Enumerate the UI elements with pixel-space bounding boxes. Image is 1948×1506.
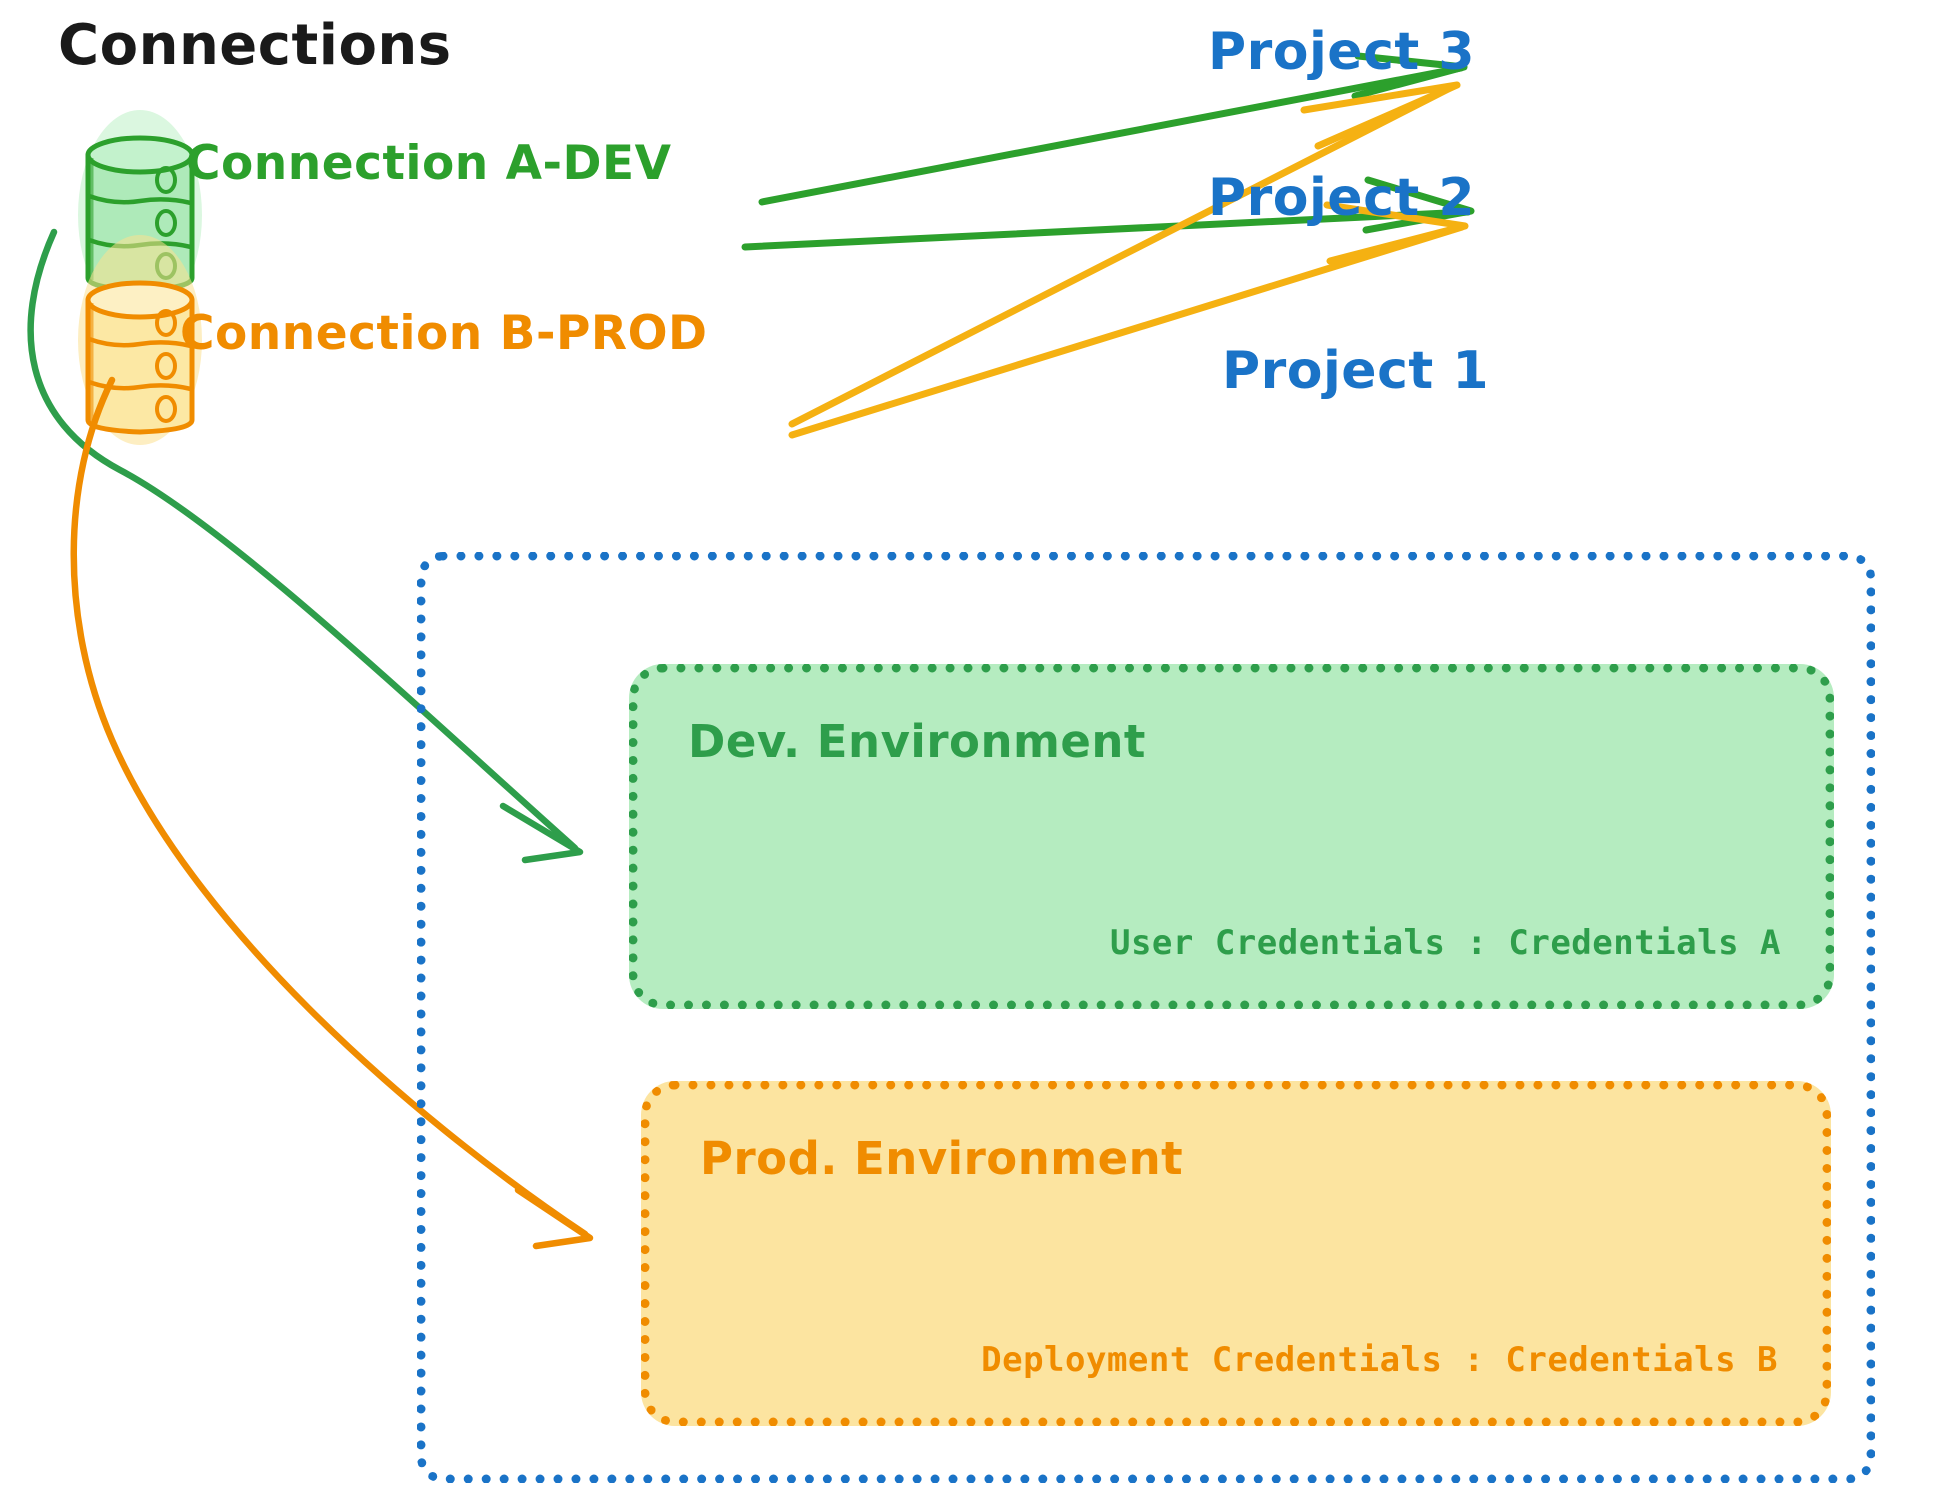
- edge-b-prod-to-project-2: [788, 201, 1469, 439]
- dev-environment-card[interactable]: Dev. Environment User Credentials : Cred…: [629, 664, 1834, 1009]
- project-3-label[interactable]: Project 3: [1208, 22, 1476, 82]
- prod-environment-credentials: Deployment Credentials : Credentials B: [981, 1340, 1778, 1380]
- prod-environment-title: Prod. Environment: [700, 1132, 1184, 1185]
- edge-a-dev-to-dev-environment: [27, 228, 584, 864]
- project-1-container: Dev. Environment User Credentials : Cred…: [417, 552, 1875, 1483]
- project-2-label[interactable]: Project 2: [1208, 168, 1476, 228]
- edge-a-dev-to-project-3: [758, 52, 1468, 206]
- project-1-label[interactable]: Project 1: [1222, 341, 1490, 401]
- connection-b-prod-label[interactable]: Connection B-PROD: [180, 306, 708, 361]
- dev-environment-credentials: User Credentials : Credentials A: [1109, 923, 1781, 963]
- prod-environment-card[interactable]: Prod. Environment Deployment Credentials…: [641, 1081, 1831, 1426]
- dev-environment-title: Dev. Environment: [688, 715, 1146, 768]
- edge-b-prod-to-prod-environment: [70, 376, 594, 1250]
- connection-a-dev-label[interactable]: Connection A-DEV: [186, 136, 672, 191]
- edge-a-dev-to-project-2: [741, 176, 1475, 251]
- page-title: Connections: [58, 13, 452, 78]
- edge-b-prod-to-project-3: [788, 81, 1461, 428]
